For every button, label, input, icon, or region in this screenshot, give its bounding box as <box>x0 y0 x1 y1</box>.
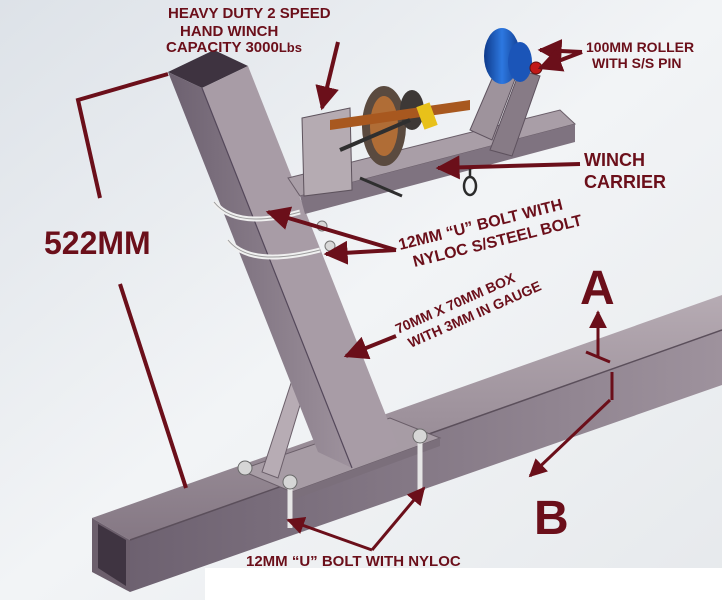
marker-a: A <box>580 262 615 315</box>
height-dimension <box>75 72 188 489</box>
roller-leader <box>537 39 583 64</box>
bottom-ubolt-leader <box>286 516 373 552</box>
dimension-b-arrow <box>528 372 614 478</box>
bottom-ubolt-label: 12MM “U” BOLT WITH NYLOC <box>246 553 461 570</box>
winch-leader <box>315 41 340 111</box>
roller-leader-2 <box>537 49 583 72</box>
winch-label-line2: HAND WINCH <box>180 23 278 40</box>
bow-roller <box>484 28 543 84</box>
upright-post <box>168 50 398 469</box>
winch-label-line1: HEAVY DUTY 2 SPEED <box>168 5 331 22</box>
bottom-white-band <box>205 568 722 600</box>
winch-carrier <box>287 59 577 214</box>
winch-label-line3: CAPACITY 3000Lbs <box>166 39 302 56</box>
roller-label-line1: 100MM ROLLER <box>586 39 694 55</box>
ubolt-leader <box>265 206 397 252</box>
carrier-leader <box>435 155 581 180</box>
ubolt-leader-2 <box>323 240 397 265</box>
bottom-ubolts <box>237 428 428 528</box>
marker-b: B <box>534 492 569 545</box>
height-label: 522MM <box>44 225 151 261</box>
bottom-ubolt-leader-2 <box>370 486 426 551</box>
box-leader <box>343 334 397 360</box>
carrier-label-line1: WINCH <box>584 150 645 170</box>
roller-label-line2: WITH S/S PIN <box>592 55 681 71</box>
hand-winch <box>301 86 470 198</box>
dimension-a-arrow <box>585 310 611 364</box>
main-beam <box>92 295 722 592</box>
carrier-label-line2: CARRIER <box>584 172 666 192</box>
